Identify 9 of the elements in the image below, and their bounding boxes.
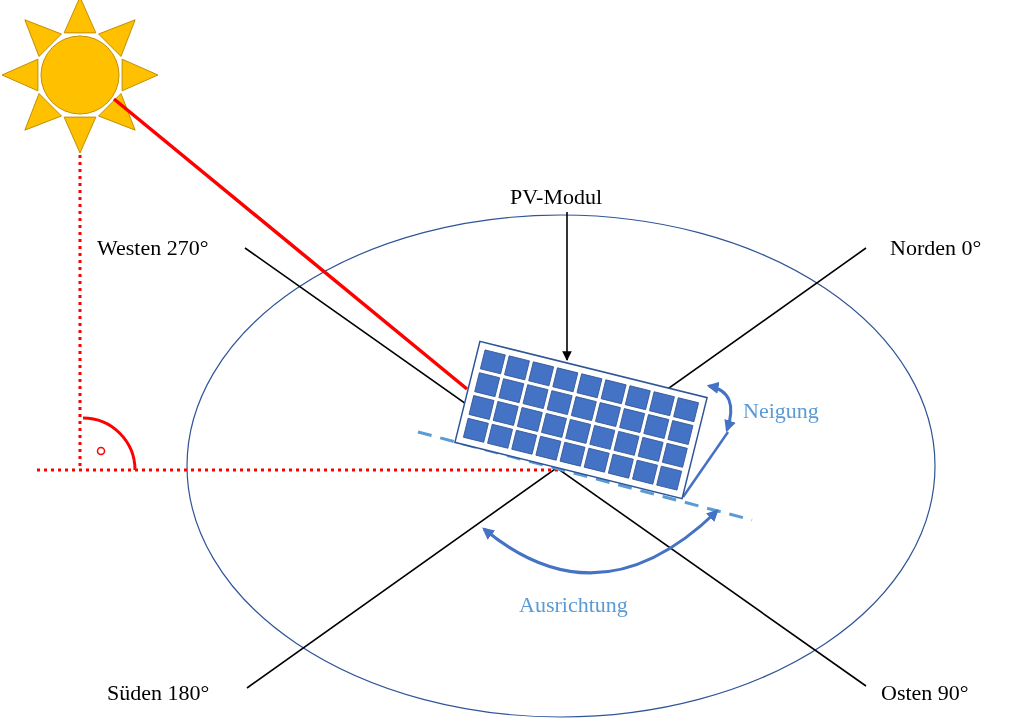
direction-label: Osten 90° — [881, 682, 969, 704]
direction-label: Westen 270° — [97, 237, 209, 259]
sun-ray-line — [112, 97, 469, 391]
direction-label: Süden 180° — [107, 682, 210, 704]
tilt-label: Neigung — [743, 400, 819, 422]
orientation-label: Ausrichtung — [519, 594, 628, 616]
module-label: PV-Modul — [510, 186, 603, 208]
arrow — [562, 211, 572, 361]
direction-label: Norden 0° — [890, 237, 982, 259]
